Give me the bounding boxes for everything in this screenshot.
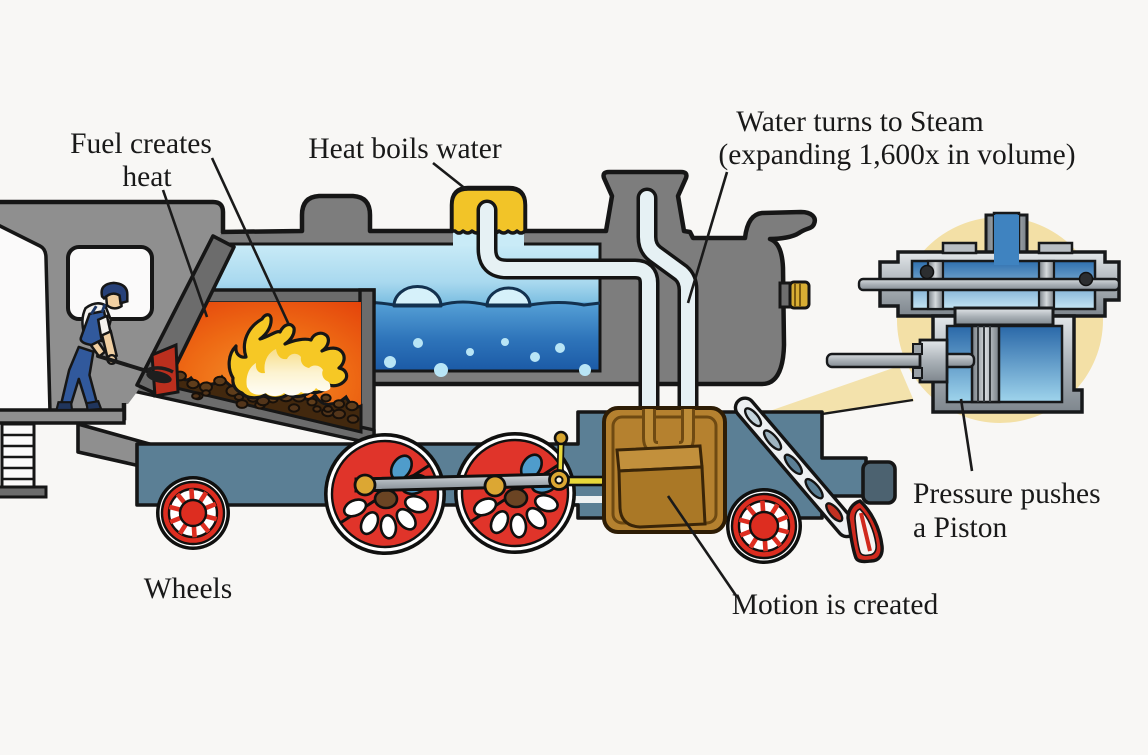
- svg-text:Fuel creates: Fuel creates: [70, 128, 212, 160]
- svg-text:Wheels: Wheels: [144, 573, 232, 605]
- svg-text:heat: heat: [122, 161, 172, 193]
- svg-text:Water turns to Steam: Water turns to Steam: [736, 106, 984, 138]
- svg-text:Heat boils water: Heat boils water: [308, 133, 501, 165]
- svg-text:Pressure pushes: Pressure pushes: [913, 478, 1101, 510]
- svg-text:Motion is created: Motion is created: [732, 589, 939, 621]
- svg-text:a Piston: a Piston: [913, 512, 1007, 544]
- svg-text:(expanding 1,600x in volume): (expanding 1,600x in volume): [718, 139, 1075, 171]
